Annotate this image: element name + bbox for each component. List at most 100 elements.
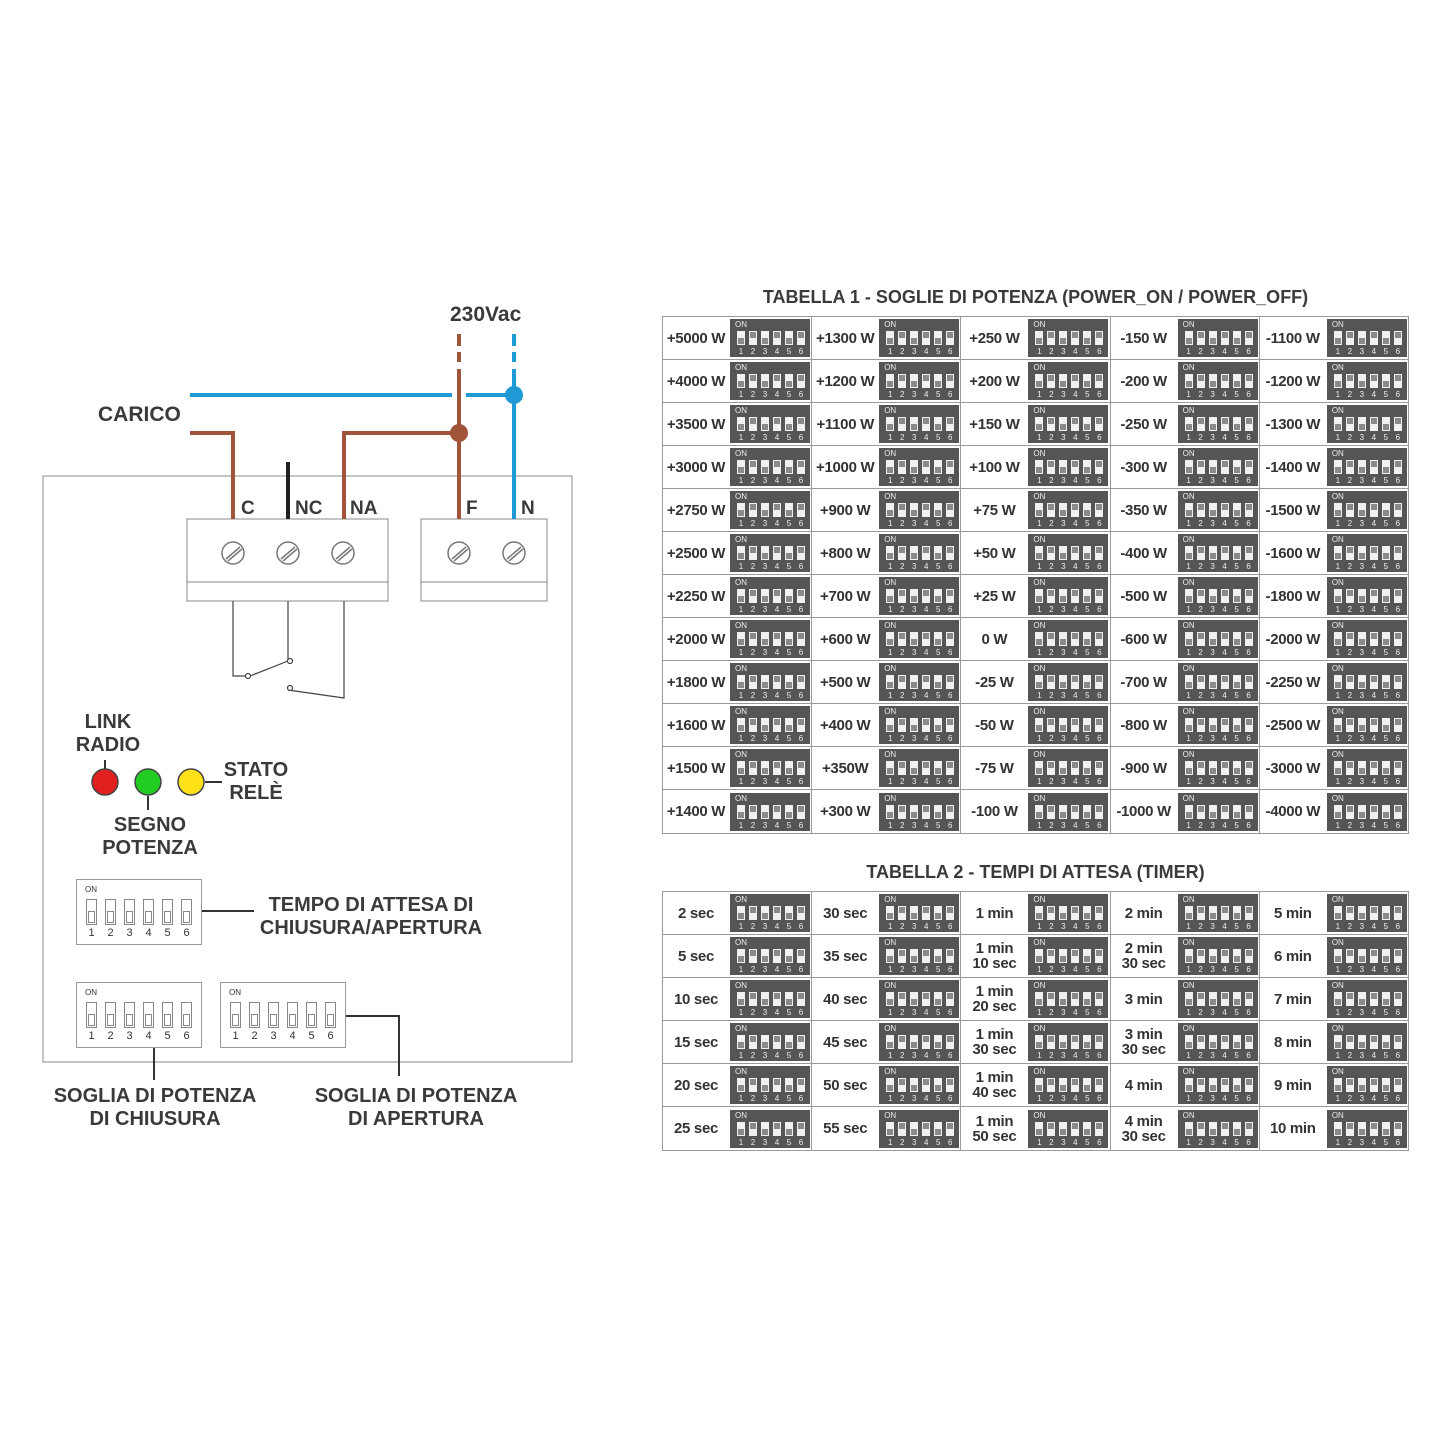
dip-number: 5: [1234, 648, 1239, 657]
dip-on-label: ON: [1182, 981, 1195, 990]
dip-toggle[interactable]: [143, 899, 154, 925]
dip-toggle: [946, 460, 955, 474]
dip-number: 2: [1347, 605, 1353, 614]
dip-toggle[interactable]: [268, 1002, 279, 1028]
dip-toggle[interactable]: [181, 1002, 192, 1028]
dip-toggle: [1059, 949, 1068, 963]
dip-toggle: [1035, 761, 1044, 775]
dip-number: 2: [899, 691, 905, 700]
dip-on-label: ON: [1331, 981, 1344, 990]
dip-toggle[interactable]: [143, 1002, 154, 1028]
dip-number: 3: [762, 1094, 768, 1103]
dip-toggle[interactable]: [86, 899, 97, 925]
dip-number: 3: [1061, 1137, 1066, 1147]
dip-toggle[interactable]: [325, 1002, 336, 1028]
setting-value: +300 W: [820, 803, 871, 820]
dip-number: 1: [1037, 777, 1042, 786]
dip-toggle: [910, 1035, 919, 1049]
dip-number: 1: [1037, 820, 1042, 830]
dip-number: 3: [1210, 605, 1215, 614]
dip-toggle[interactable]: [86, 1002, 97, 1028]
dip-number: 6: [1395, 390, 1401, 399]
dip-toggle: [1220, 949, 1229, 963]
dip-number: 1: [887, 965, 893, 974]
dip-toggle: [1393, 1121, 1402, 1136]
dip-number: 3: [911, 820, 917, 830]
setting-value: 10 sec: [673, 990, 719, 1008]
dip-number: 3: [1061, 820, 1066, 830]
dip-toggle[interactable]: [230, 1002, 241, 1028]
dip-number: 3: [911, 1094, 917, 1103]
dip-toggle[interactable]: [249, 1002, 260, 1028]
dip-toggle: [1345, 546, 1354, 560]
dip-number: 4: [774, 1137, 780, 1147]
dip-toggle: [1095, 992, 1104, 1006]
dip-number: 4: [1371, 1051, 1377, 1060]
dip-toggle: [1244, 460, 1253, 474]
dip-toggle: [737, 761, 745, 775]
dip-number: 1: [1335, 433, 1341, 442]
dip-toggle[interactable]: [162, 1002, 173, 1028]
dip-number: 3: [1210, 965, 1215, 974]
dip-number: 5: [935, 965, 941, 974]
dip-toggle: [1083, 1078, 1092, 1092]
dip-number: 3: [126, 927, 133, 939]
dip-toggle: [1059, 1078, 1068, 1092]
dip-number: 1: [1037, 519, 1042, 528]
dip-number: 3: [1061, 433, 1066, 442]
dip-toggle: [1071, 1121, 1080, 1136]
dip-number: 5: [1383, 922, 1389, 931]
dip-toggle: [1333, 503, 1342, 517]
dip-number: 1: [1186, 648, 1191, 657]
dip-toggle: [1059, 374, 1068, 388]
dip-toggle[interactable]: [306, 1002, 317, 1028]
dip-on-label: ON: [884, 707, 897, 716]
dip-toggle: [1059, 1035, 1068, 1049]
dip-toggle: [886, 460, 895, 474]
dip-number: 6: [798, 605, 804, 614]
setting-value: 1 min: [975, 904, 1014, 922]
dip-number: 5: [1383, 347, 1389, 356]
dip-toggle: [1071, 589, 1080, 603]
dip-number: 4: [923, 519, 929, 528]
dip-number: 5: [1085, 922, 1090, 931]
dip-on-label: ON: [1033, 895, 1046, 904]
dip-toggle[interactable]: [287, 1002, 298, 1028]
dip-toggle[interactable]: [105, 899, 116, 925]
dip-toggle: [785, 1121, 793, 1136]
dip-toggle[interactable]: [124, 1002, 135, 1028]
dip-number: 1: [738, 1008, 744, 1017]
dip-number: 3: [911, 922, 917, 931]
dip-number: 3: [1061, 605, 1066, 614]
dip-toggle: [1184, 1121, 1193, 1136]
dip-toggle[interactable]: [124, 899, 135, 925]
dip-toggle: [1220, 1121, 1229, 1136]
dip-toggle: [898, 718, 907, 732]
setting-value: -2250 W: [1265, 673, 1321, 691]
dip-number: 4: [1222, 691, 1227, 700]
dip-toggle: [1196, 374, 1205, 388]
dip-toggle: [922, 761, 931, 775]
dip-toggle: [898, 1078, 907, 1092]
dip-number: 4: [1371, 476, 1377, 485]
dip-toggle[interactable]: [181, 899, 192, 925]
dip-toggle[interactable]: [105, 1002, 116, 1028]
setting-value: +1800 W: [666, 673, 726, 691]
dip-number: 3: [1359, 1094, 1365, 1103]
setting-value: 15 sec: [673, 1033, 719, 1051]
dip-toggle: [934, 992, 943, 1006]
dip-number: 1: [1186, 519, 1191, 528]
dip-toggle[interactable]: [162, 899, 173, 925]
dip-toggle: [1244, 804, 1253, 819]
setting-value: -200 W: [1120, 372, 1167, 390]
